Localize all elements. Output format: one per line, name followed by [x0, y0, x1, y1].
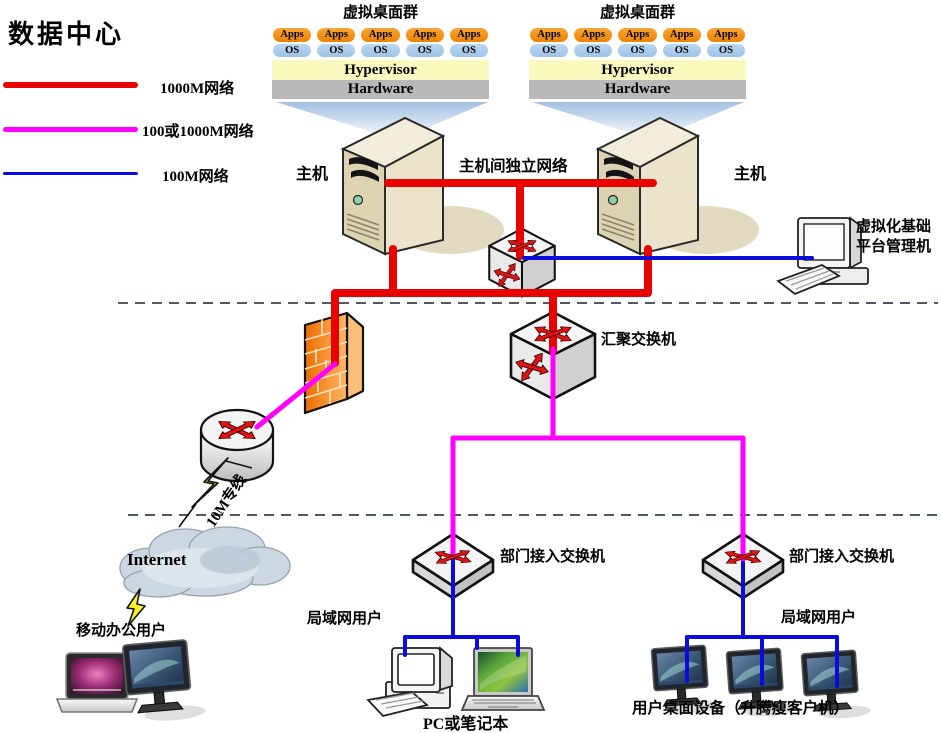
apps-pill: Apps [574, 28, 613, 42]
pc-or-laptop-label: PC或笔记本 [423, 716, 509, 733]
desktop-pc-icon [366, 646, 453, 718]
mobile-users-label: 移动办公用户 [76, 623, 167, 639]
thin-clients-label: 用户桌面设备（升腾瘦客户机） [632, 700, 850, 717]
mgmt-label-line1: 虚拟化基础 [856, 219, 932, 235]
hypervisor-bar: Hypervisor [529, 60, 746, 80]
apps-pill: Apps [618, 28, 657, 42]
apps-pill: Apps [662, 28, 701, 42]
funnel-left [276, 102, 488, 140]
switch-arrow-icons [432, 237, 764, 567]
lan-users-left-label: 局域网用户 [307, 611, 383, 627]
network-100-1000m-lines [254, 346, 746, 563]
network-1000m-lines [331, 179, 657, 367]
mgmt-pc-icon [776, 216, 869, 296]
apps-pill: Apps [317, 28, 356, 42]
agg-switch-label: 汇聚交换机 [601, 332, 677, 348]
lightning-icon-2 [126, 588, 146, 627]
legend-label-1000m: 1000M网络 [160, 81, 235, 97]
apps-pill: Apps [706, 28, 746, 42]
apps-pill: Apps [530, 28, 569, 42]
hypervisor-bar: Hypervisor [272, 60, 489, 80]
os-pill: OS [361, 44, 400, 57]
apps-pill: Apps [449, 28, 489, 42]
lan-users-right-label: 局域网用户 [781, 610, 857, 626]
legend-label-100-1000m: 100或1000M网络 [142, 124, 254, 140]
os-pill: OS [618, 44, 657, 57]
cluster-title: 虚拟桌面群 [599, 5, 675, 21]
os-pill: OS [317, 44, 356, 57]
network-100m-lines [403, 256, 839, 688]
cluster-title: 虚拟桌面群 [342, 5, 418, 21]
apps-pill: Apps [273, 28, 312, 42]
macbook-icon [55, 652, 139, 713]
internet-cloud-icon [119, 526, 291, 598]
os-pill: OS [449, 44, 489, 57]
legend-label-100m: 100M网络 [162, 169, 229, 185]
internet-label: Internet [127, 550, 187, 569]
host-left-label: 主机 [296, 166, 329, 183]
legend-line-1000m [3, 82, 138, 88]
os-pill: OS [574, 44, 613, 57]
laptop-icon [460, 647, 546, 711]
os-pill: OS [530, 44, 569, 57]
os-pill: OS [405, 44, 444, 57]
dept-switch-left-label: 部门接入交换机 [500, 549, 606, 565]
hardware-bar: Hardware [529, 80, 746, 99]
mobile-monitor-icon [121, 637, 207, 726]
os-pill: OS [662, 44, 701, 57]
host-right-label: 主机 [734, 166, 767, 183]
hardware-bar: Hardware [272, 80, 489, 99]
lightning-icon [178, 457, 253, 528]
host-interconnect-label: 主机间独立网络 [459, 158, 568, 175]
os-pill: OS [273, 44, 312, 57]
legend-line-100-1000m [3, 127, 138, 132]
legend-line-100m [3, 172, 138, 175]
os-pill: OS [706, 44, 746, 57]
server-right-icon [595, 116, 759, 256]
funnel-right [532, 102, 744, 140]
mgmt-label-line2: 平台管理机 [856, 239, 932, 255]
page-title: 数据中心 [8, 20, 125, 49]
dept-switch-right-label: 部门接入交换机 [789, 549, 895, 565]
server-left-icon [340, 116, 504, 256]
mgmt-machine-label: 虚拟化基础平台管理机 [856, 217, 940, 257]
apps-pill: Apps [405, 28, 444, 42]
apps-pill: Apps [361, 28, 400, 42]
